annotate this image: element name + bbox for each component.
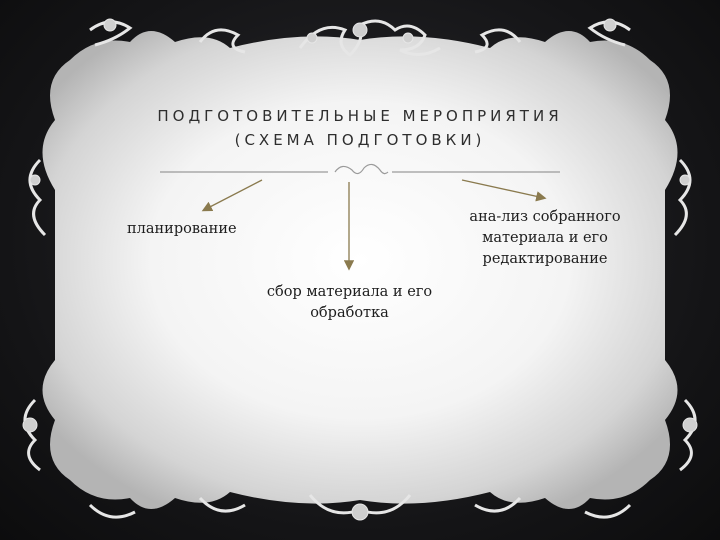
divider-swirl-icon (160, 163, 560, 175)
title-line-2: (СХЕМА ПОДГОТОВКИ) (234, 131, 486, 149)
slide-title: ПОДГОТОВИТЕЛЬНЫЕ МЕРОПРИЯТИЯ (СХЕМА ПОДГ… (60, 104, 660, 152)
node-collection: сбор материала и его обработка (266, 284, 433, 321)
side-ornament-icon (22, 158, 698, 472)
title-line-1: ПОДГОТОВИТЕЛЬНЫЕ МЕРОПРИЯТИЯ (157, 107, 563, 125)
arrow-to-analysis (461, 179, 547, 202)
slide-panel (42, 31, 678, 509)
node-analysis: ана-лиз собранного материала и его редак… (469, 209, 621, 267)
node-planning: планирование (127, 221, 237, 237)
bottom-ornament-icon (88, 494, 632, 521)
top-ornament-icon (89, 18, 631, 57)
arrow-to-planning (201, 179, 263, 212)
